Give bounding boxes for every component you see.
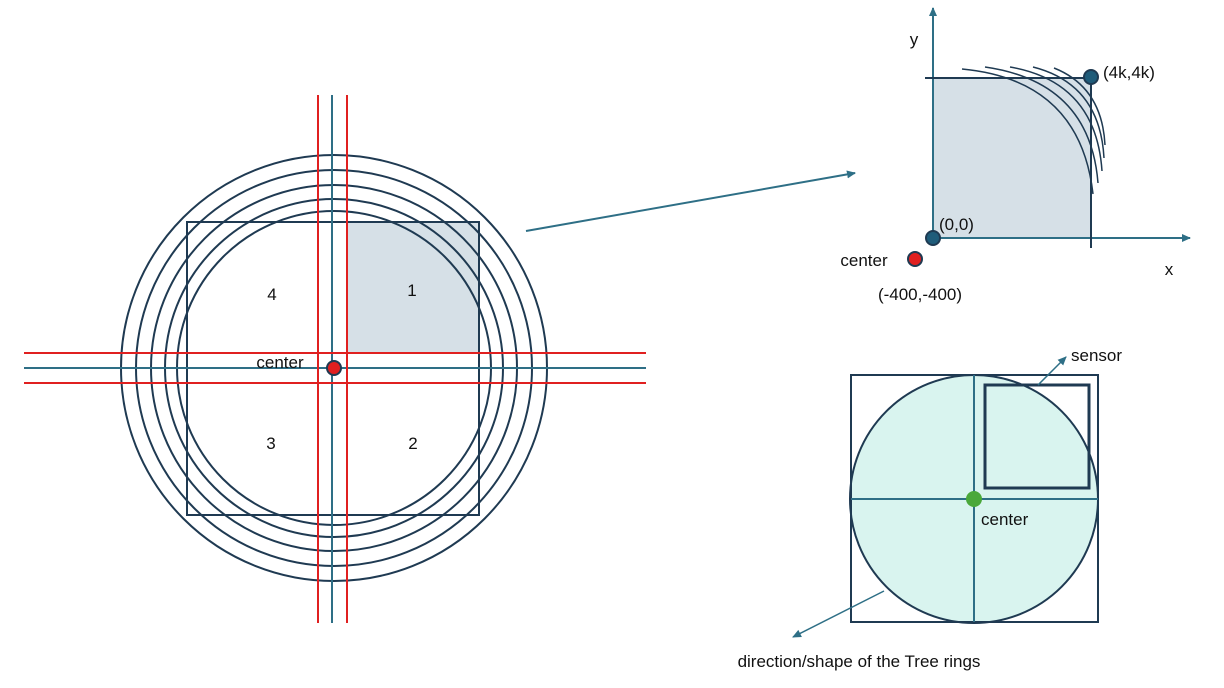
ring-arc bbox=[984, 66, 1099, 184]
origin-marker bbox=[925, 230, 941, 246]
y-axis-label: y bbox=[910, 30, 919, 49]
quadrant-1-shading bbox=[346, 221, 480, 354]
sensor-arrow bbox=[1037, 356, 1067, 386]
quadrant-label-2: 2 bbox=[408, 434, 417, 453]
center-label: center bbox=[256, 353, 304, 372]
quadrant-label-3: 3 bbox=[266, 434, 275, 453]
corner-marker bbox=[1083, 69, 1099, 85]
ring-arc bbox=[1032, 66, 1105, 159]
ring-arc bbox=[961, 68, 1094, 195]
sensor-box bbox=[983, 383, 1091, 490]
center-marker bbox=[326, 360, 342, 376]
quadrant-label-4: 4 bbox=[267, 285, 276, 304]
center-coordinates-label: (-400,-400) bbox=[878, 285, 962, 304]
center-marker bbox=[907, 251, 923, 267]
corner-label: (4k,4k) bbox=[1103, 63, 1155, 82]
center-marker bbox=[966, 491, 982, 507]
center-label: center bbox=[981, 510, 1029, 529]
red-boundary-lines bbox=[24, 95, 646, 623]
left-diagram: 1 2 3 4 center bbox=[24, 95, 646, 623]
zoom-arrow bbox=[525, 170, 856, 232]
rings-direction-label: direction/shape of the Tree rings bbox=[738, 652, 981, 671]
origin-label: (0,0) bbox=[939, 215, 974, 234]
quadrant-zoom-shading bbox=[932, 77, 1092, 239]
ring-arc bbox=[1009, 66, 1103, 172]
x-axis-label: x bbox=[1165, 260, 1174, 279]
quadrant-label-1: 1 bbox=[407, 281, 416, 300]
bottom-right-diagram: sensor center direction/shape of the Tre… bbox=[738, 346, 1123, 671]
rings-direction-arrow bbox=[792, 590, 885, 638]
top-right-diagram: y x (0,0) (4k,4k) center (-400,-400) bbox=[840, 7, 1191, 304]
sensor-label: sensor bbox=[1071, 346, 1122, 365]
center-label: center bbox=[840, 251, 888, 270]
